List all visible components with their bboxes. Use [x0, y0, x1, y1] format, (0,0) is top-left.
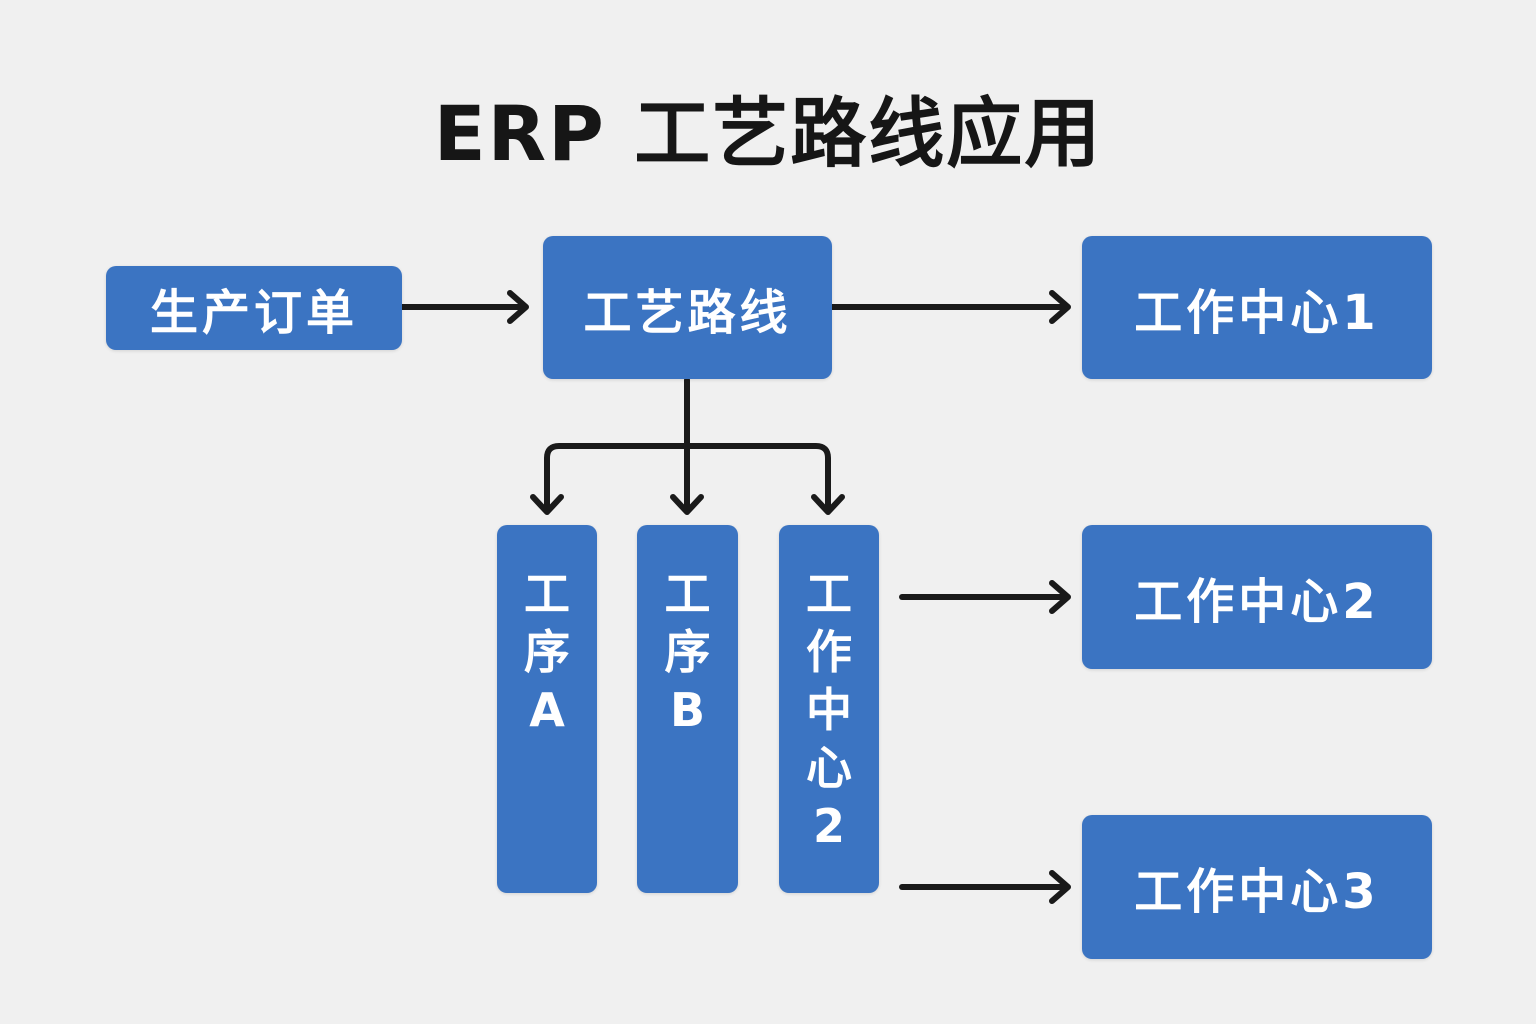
node-label: 工作中心2	[1134, 574, 1380, 630]
node-char: 心	[806, 741, 852, 795]
node-char: 工	[524, 567, 570, 621]
node-label: 工作中心3	[1134, 864, 1380, 920]
arrow-to-wc2	[899, 580, 1071, 614]
node-work-center-3[interactable]: 工作中心3	[1082, 815, 1432, 959]
node-work-center-1[interactable]: 工作中心1	[1082, 236, 1432, 379]
arrow-routing-to-wc1	[829, 290, 1071, 324]
arrow-routing-branches	[530, 377, 845, 515]
node-char: 工	[806, 567, 852, 621]
node-char: 中	[806, 683, 852, 737]
arrow-order-to-routing	[399, 290, 529, 324]
node-char: 作	[806, 625, 852, 679]
diagram-title: ERP 工艺路线应用	[433, 89, 1103, 178]
node-label: 生产订单	[149, 285, 358, 341]
node-operation-a[interactable]: 工 序 A	[497, 525, 597, 893]
node-char: 2	[812, 799, 845, 853]
node-char: A	[529, 683, 565, 737]
node-routing[interactable]: 工艺路线	[543, 236, 832, 379]
node-label: 工作中心1	[1134, 284, 1380, 341]
node-char: 工	[664, 567, 711, 621]
node-operation-b[interactable]: 工 序 B	[637, 525, 738, 893]
node-char: 序	[664, 625, 711, 679]
arrow-to-wc3	[899, 870, 1071, 904]
node-work-center-2[interactable]: 工作中心2	[1082, 525, 1432, 669]
node-operation-work-center-2[interactable]: 工 作 中 心 2	[779, 525, 879, 893]
node-char: 序	[524, 625, 570, 679]
node-char: B	[669, 683, 706, 737]
node-label: 工艺路线	[583, 284, 792, 341]
node-production-order[interactable]: 生产订单	[106, 266, 402, 350]
